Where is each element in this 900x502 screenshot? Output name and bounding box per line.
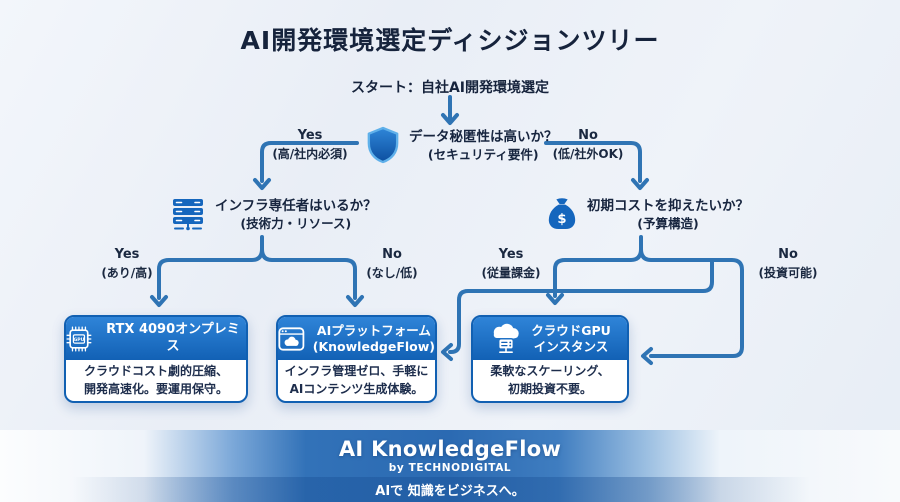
outcome-title-line2: インスタンス [533, 338, 609, 354]
outcome-title: クラウドGPU [531, 322, 611, 338]
outcome-title: AIプラットフォーム [316, 322, 431, 338]
decision-question: インフラ専任者はいるか？ [215, 198, 377, 215]
outcome-title-line2: (KnowledgeFlow) [312, 338, 435, 354]
connector-security-yes [253, 141, 359, 190]
branch-label-cost-yes: Yes (従量課金) [481, 247, 541, 281]
decision-node-cost: $ 初期コストを抑えたいか？ (予算構造) [546, 196, 749, 232]
outcome-box-onpremise: GPU RTX 4090オンプレミス クラウドコスト劇的圧縮、 開発高速化。要運… [64, 315, 248, 403]
connector-wrap-to-platform [441, 258, 714, 361]
brand-logo-text: AI KnowledgeFlow [338, 437, 562, 461]
branch-label-infra-no: No (なし/低) [366, 247, 418, 281]
svg-text:$: $ [557, 212, 566, 227]
money-bag-icon: $ [548, 198, 576, 229]
branch-label-infra-yes: Yes (あり/高) [101, 247, 153, 281]
decision-criteria: (セキュリティ要件) [427, 147, 539, 163]
outcome-desc: インフラ管理ゼロ、手軽に [284, 364, 429, 379]
footer-banner: AI KnowledgeFlow by TECHNODIGITAL AIで 知識… [0, 430, 900, 502]
outcome-box-cloudgpu: クラウドGPU インスタンス 柔軟なスケーリング、 初期投資不要。 [471, 315, 629, 403]
branch-label-security-no: No (低/社外OK) [552, 128, 624, 162]
svg-text:GPU: GPU [74, 337, 85, 343]
brand-byline: by TECHNODIGITAL [388, 462, 512, 474]
branch-label-security-yes: Yes (高/社内必須) [272, 128, 348, 162]
outcome-desc: 初期投資不要。 [507, 381, 592, 396]
connector-infra-yes [150, 247, 264, 307]
outcome-desc: クラウドコスト劇的圧縮、 [83, 364, 228, 379]
decision-node-infra: インフラ専任者はいるか？ (技術力・リソース) [170, 196, 377, 232]
gpu-chip-icon: GPU [66, 326, 92, 351]
outcome-box-platform: AIプラットフォーム (KnowledgeFlow) インフラ管理ゼロ、手軽に … [276, 315, 437, 403]
shield-icon [367, 126, 399, 164]
decision-criteria: (予算構造) [637, 216, 699, 232]
outcome-desc: 柔軟なスケーリング、 [490, 364, 610, 379]
decision-question: 初期コストを抑えたいか？ [587, 198, 749, 214]
connector-cost-no [639, 247, 744, 365]
outcome-title: RTX 4090オンプレミス [106, 322, 240, 354]
decision-question: データ秘匿性は高いか？ [409, 129, 558, 146]
branch-label-cost-no: No (投資可能) [758, 247, 818, 281]
connector-start-to-security [441, 95, 459, 125]
outcome-desc: AIコンテンツ生成体験。 [289, 381, 424, 396]
decision-criteria: (技術力・リソース) [240, 216, 352, 232]
page-title: AI開発環境選定ディシジョンツリー [240, 26, 660, 55]
brand-tagline: AIで 知識をビジネスへ。 [0, 477, 900, 502]
connector-security-no [544, 141, 649, 190]
cloud-server-icon [493, 323, 519, 353]
connector-cost-yes [546, 247, 643, 305]
outcome-desc: 開発高速化。要運用保守。 [83, 381, 228, 396]
browser-cloud-icon [278, 326, 305, 351]
connector-infra-no [260, 247, 364, 307]
decision-node-security: データ秘匿性は高いか？ (セキュリティ要件) [366, 126, 558, 164]
start-node-label: スタート：自社AI開発環境選定 [350, 80, 550, 96]
server-icon [173, 199, 203, 231]
